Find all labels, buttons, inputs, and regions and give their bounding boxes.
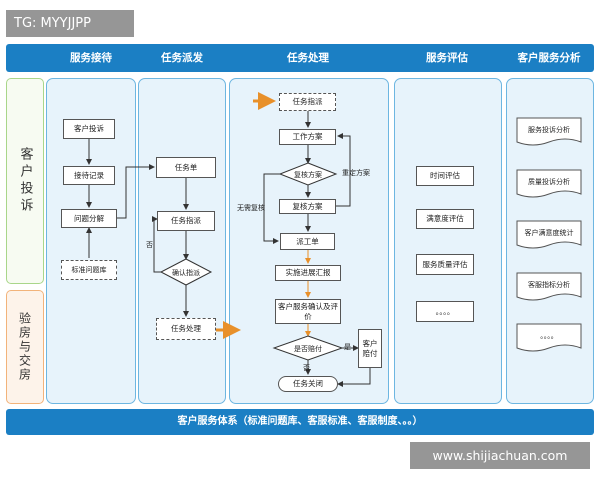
node-confirm-dispatch: 确认指派 [172, 269, 200, 277]
column-header-analysis: 客户服务分析 [517, 52, 581, 64]
edge-no-review [263, 173, 280, 244]
node-task-dispatch: 任务指派 [157, 211, 215, 231]
node-kpi-analysis: 客服指标分析 [528, 281, 570, 289]
watermark-tag: TG: MYYJJPP [6, 10, 134, 37]
node-is-compensation: 是否赔付 [294, 345, 322, 353]
row-label-handover: 验房与交房 [6, 290, 44, 404]
doc-satisfaction-stats [516, 220, 582, 249]
column-header-dispatch: 任务派发 [161, 52, 203, 64]
diamond-confirm-dispatch [159, 258, 213, 286]
node-eval-more: 。。。。 [416, 301, 474, 322]
column-header-evaluation: 服务评估 [426, 52, 468, 64]
edge-breakdown-tasksheet [117, 164, 155, 219]
node-analysis-more: 。。。。 [540, 332, 558, 340]
lane-evaluation [394, 78, 502, 404]
edge-label-replan: 重定方案 [342, 169, 370, 177]
edge-replan [336, 133, 351, 207]
doc-kpi-analysis [516, 272, 582, 301]
edge-confirm-no [152, 216, 164, 273]
node-service-confirm: 客户服务确认及评价 [275, 299, 341, 324]
node-task-dispatch-2: 任务指派 [279, 93, 336, 111]
column-header-reception: 服务接待 [70, 52, 112, 64]
node-quality-eval: 服务质量评估 [416, 254, 474, 275]
node-customer-complaint: 客户投诉 [63, 119, 115, 139]
doc-complaint-analysis [516, 117, 582, 146]
node-customer-compensation: 客户赔付 [358, 329, 382, 368]
node-reception-record: 接待记录 [63, 166, 115, 185]
edge-label-no-2: 否 [303, 364, 310, 372]
node-satisfaction-stats: 客户满意度统计 [524, 229, 574, 237]
edge-label-no: 否 [146, 241, 153, 249]
node-time-eval: 时间评估 [416, 166, 474, 186]
node-std-problem-lib: 标准问题库 [61, 260, 117, 280]
column-header-processing: 任务处理 [287, 52, 329, 64]
header-bar [6, 44, 594, 72]
doc-analysis-more [516, 323, 582, 352]
node-progress-report: 实施进展汇报 [275, 265, 341, 281]
node-task-close: 任务关闭 [278, 376, 338, 392]
node-satisfaction-eval: 满意度评估 [416, 209, 474, 229]
edge-label-yes: 是 [344, 343, 351, 351]
node-complaint-analysis: 服务投诉分析 [528, 126, 570, 134]
node-task-handle: 任务处理 [156, 318, 216, 340]
node-work-plan: 工作方案 [279, 129, 336, 145]
lane-dispatch [138, 78, 226, 404]
node-problem-breakdown: 问题分解 [61, 209, 117, 228]
diamond-review-plan [278, 162, 338, 186]
diamond-is-compensation [272, 335, 344, 361]
node-review-plan: 复核方案 [279, 199, 336, 214]
watermark-site: www.shijiachuan.com [410, 442, 590, 469]
node-task-sheet: 任务单 [156, 157, 216, 178]
node-review-plan-decision: 复核方案 [294, 171, 322, 179]
node-quality-analysis: 质量投诉分析 [528, 178, 570, 186]
edge-comp-close [337, 368, 371, 387]
footer-bar: 客户服务体系（标准问题库、客服标准、客服制度、。。） [6, 409, 594, 435]
node-work-order: 派工单 [280, 233, 335, 250]
edge-label-no-review: 无需复核 [237, 204, 265, 212]
row-label-complaint: 客户投诉 [6, 78, 44, 284]
doc-quality-analysis [516, 169, 582, 198]
